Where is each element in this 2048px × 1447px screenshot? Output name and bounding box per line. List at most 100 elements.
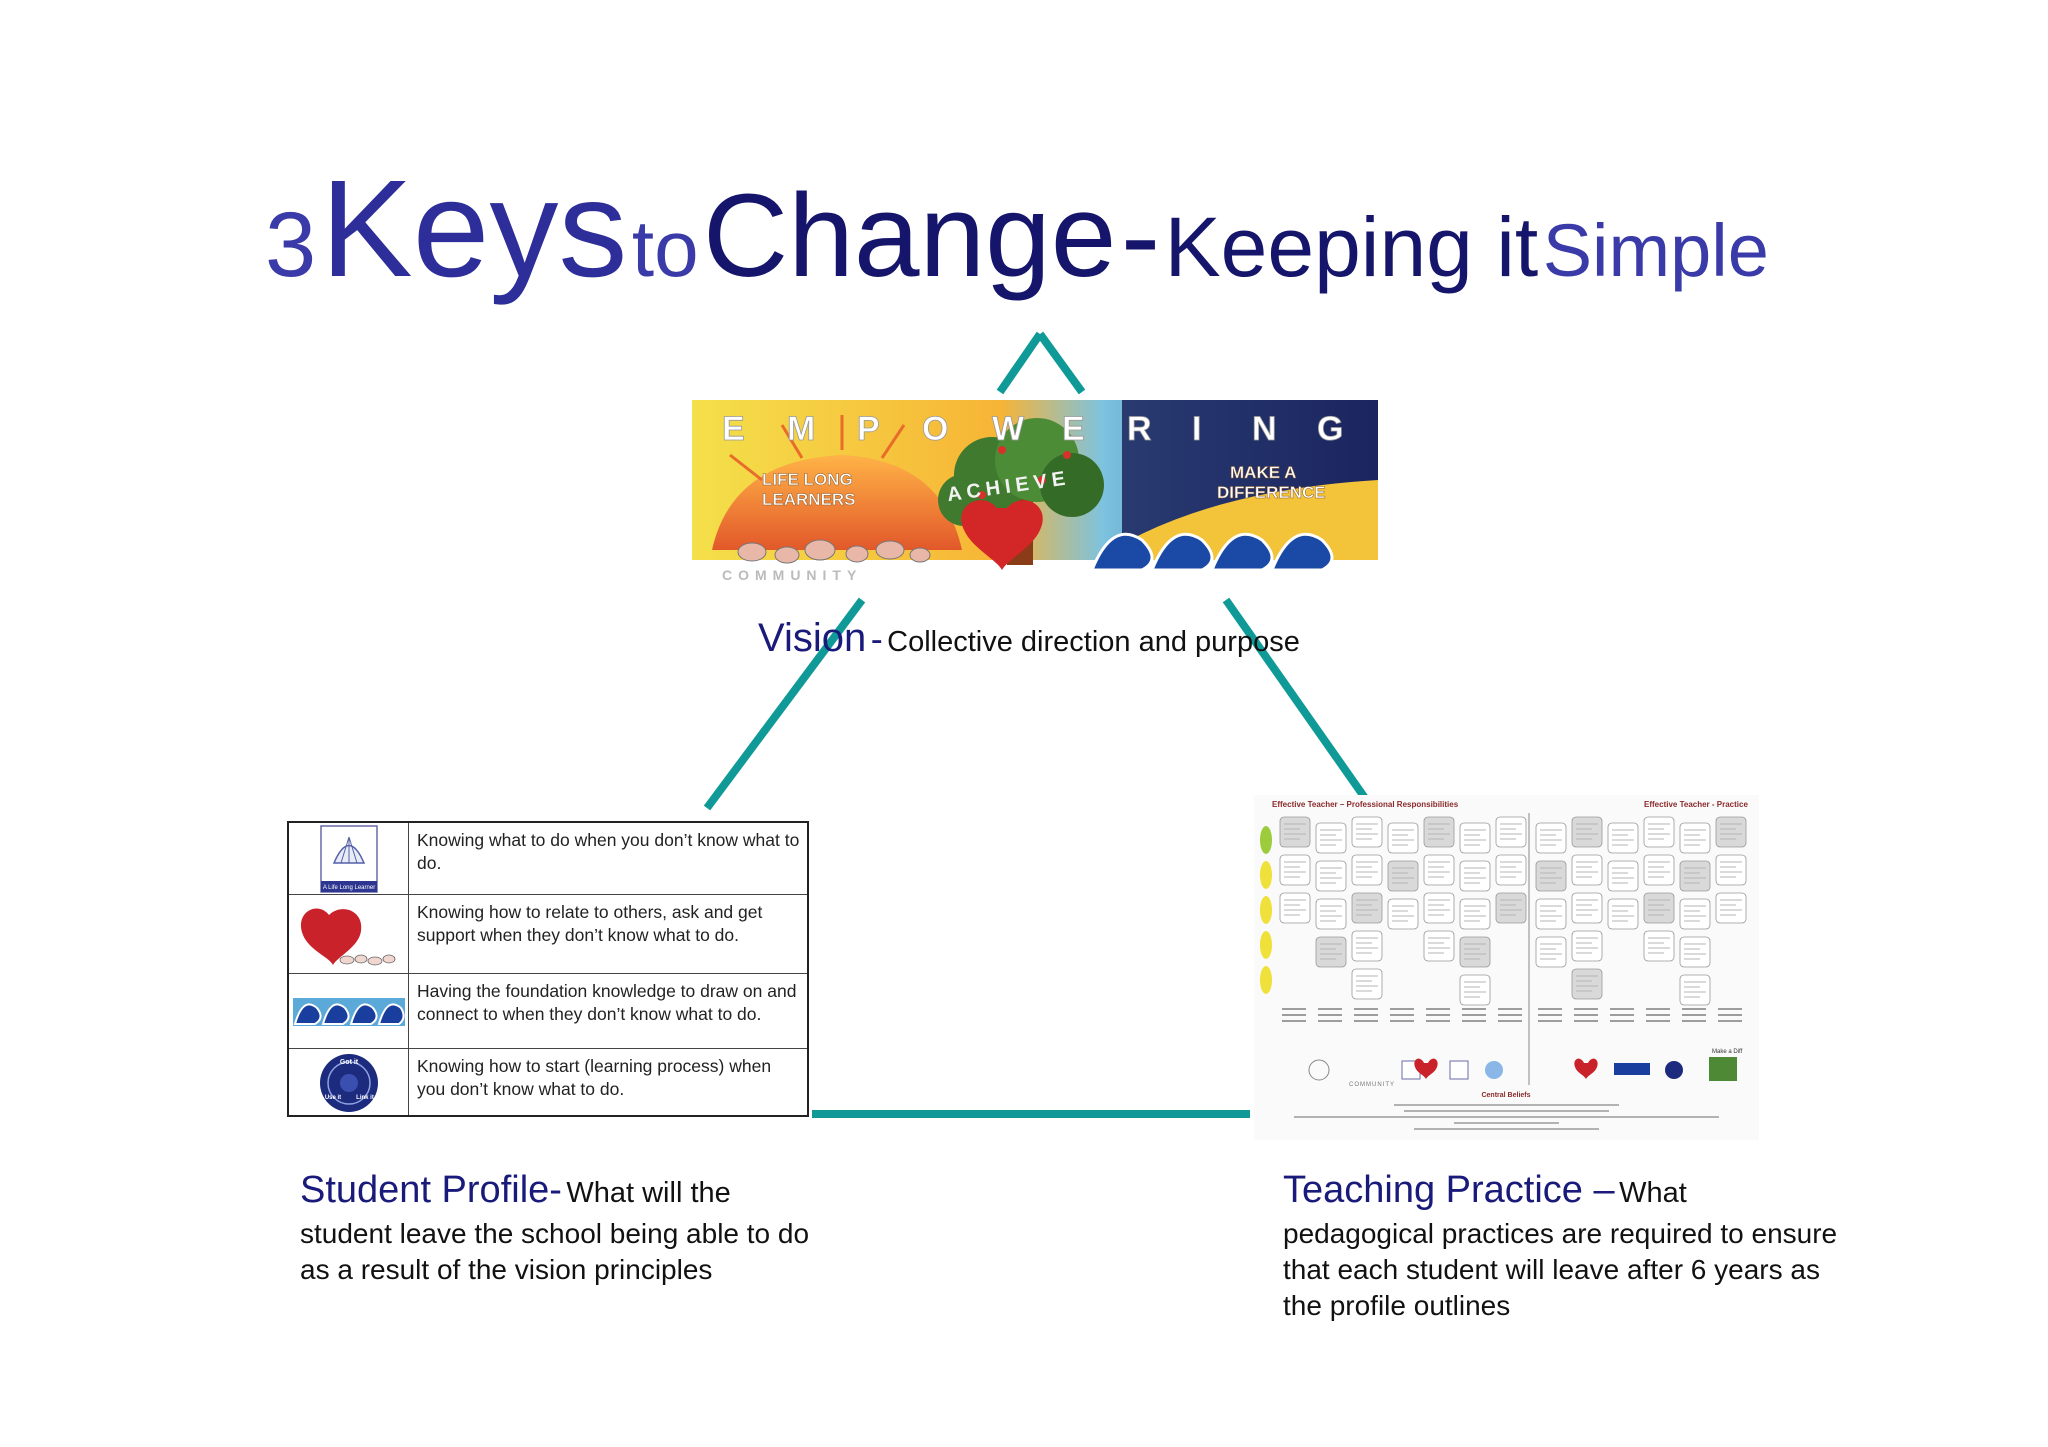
banner-letter: E [722,410,745,448]
tp-box [1643,854,1675,886]
tp-column-label-area [1572,1005,1600,1041]
tp-footer-lines [1294,1104,1719,1130]
tp-box [1535,898,1567,930]
teaching-practice-lead: What [1619,1177,1687,1209]
teaching-practice-caption: Teaching Practice – What pedagogical pra… [1283,1169,1843,1324]
tp-box [1459,860,1491,892]
tp-box [1351,892,1383,924]
tp-box [1315,898,1347,930]
title-simple: Simple [1542,209,1769,292]
tp-box [1643,816,1675,848]
tp-box [1679,974,1711,1006]
tp-box [1535,860,1567,892]
banner-letter: P [857,410,880,448]
table-row: A Life Long Learner Knowing what to do w… [289,823,807,895]
banner-letter: N [1252,410,1277,448]
tp-column-label-area [1424,1005,1452,1041]
tp-box [1279,892,1311,924]
banner-letter: M [787,410,815,448]
tp-box [1315,822,1347,854]
banner-letter: O [922,410,948,448]
tp-box [1571,968,1603,1000]
tp-box [1387,822,1419,854]
student-profile-body: student leave the school being able to d… [300,1218,810,1285]
tp-box [1459,936,1491,968]
tp-box [1679,822,1711,854]
banner-letter: R [1127,410,1152,448]
tp-column-label-area [1608,1005,1636,1041]
tp-box [1495,816,1527,848]
tp-box [1679,898,1711,930]
tp-column-label-area [1280,1005,1308,1041]
tp-box [1459,974,1491,1006]
table-row: Got it Use it Link it Knowing how to sta… [289,1049,807,1115]
tp-box [1387,860,1419,892]
title-keeping-it: Keeping it [1164,200,1539,294]
tp-bottom-icons [1308,1057,1737,1081]
tp-box [1459,822,1491,854]
tp-column-label-area [1352,1005,1380,1041]
tp-box [1643,892,1675,924]
banner-learners-text: LEARNERS [762,490,856,509]
tp-box [1535,822,1567,854]
shell-icon: A Life Long Learner [289,823,409,894]
title-dash: - [1120,170,1161,302]
student-row-text: Knowing how to start (learning process) … [417,1056,772,1099]
table-row: Knowing how to relate to others, ask and… [289,895,807,974]
vision-caption: Vision - Collective direction and purpos… [758,618,1300,658]
tp-box [1423,892,1455,924]
tp-box [1571,930,1603,962]
tp-box [1679,936,1711,968]
shell-caption: A Life Long Learner [323,885,375,891]
tp-make-diff-text: Make a Diff [1712,1049,1743,1055]
tp-box [1643,930,1675,962]
tp-box [1351,854,1383,886]
vision-dash: - [870,618,883,659]
tp-box [1423,930,1455,962]
student-profile-caption: Student Profile- What will the student l… [300,1169,820,1288]
tp-community-text: COMMUNITY [1349,1082,1395,1088]
banner-tree [938,418,1104,565]
banner-letter: E [1062,410,1085,448]
student-profile-table: A Life Long Learner Knowing what to do w… [287,821,809,1117]
tp-box [1315,860,1347,892]
tp-column-label-area [1644,1005,1672,1041]
vision-banner-image: E M P O W E R I N G LIFE LONG LEARNERS M… [692,400,1378,583]
tp-box [1351,930,1383,962]
tp-column-label-area [1496,1005,1524,1041]
tp-box [1715,816,1747,848]
title-number: 3 [265,194,317,296]
tp-box [1423,854,1455,886]
banner-heart [961,500,1043,570]
banner-letter: W [992,410,1025,448]
tp-box [1679,860,1711,892]
tp-column-label-area [1536,1005,1564,1041]
tp-column-label-area [1680,1005,1708,1041]
teaching-practice-body: pedagogical practices are required to en… [1283,1218,1838,1321]
tp-box [1351,816,1383,848]
tp-left-title: Effective Teacher – Professional Respons… [1272,800,1459,809]
banner-make-a-text: MAKE A [1230,463,1296,482]
banner-letter: I [1192,410,1201,448]
student-profile-heading: Student Profile- [300,1169,562,1211]
tp-box [1715,854,1747,886]
tp-box [1351,968,1383,1000]
table-row: Having the foundation knowledge to draw … [289,974,807,1049]
tp-box [1535,936,1567,968]
banner-sun [712,455,962,550]
learning-process-icon: Got it Use it Link it [289,1049,409,1115]
tp-box [1571,854,1603,886]
tp-box [1423,816,1455,848]
vision-label: Vision [758,616,867,660]
badge-right-text: Link it [356,1095,374,1101]
teaching-practice-heading: Teaching Practice – [1283,1169,1615,1211]
tp-box [1571,816,1603,848]
tp-box [1495,892,1527,924]
teaching-practice-chart-image: Effective Teacher – Professional Respons… [1254,795,1759,1140]
student-profile-lead: What will the [566,1177,731,1209]
tp-column-label-area [1716,1005,1744,1041]
banner-shells [737,539,931,564]
tp-column-label-area [1316,1005,1344,1041]
tp-column-label-area [1460,1005,1488,1041]
tp-box [1607,822,1639,854]
